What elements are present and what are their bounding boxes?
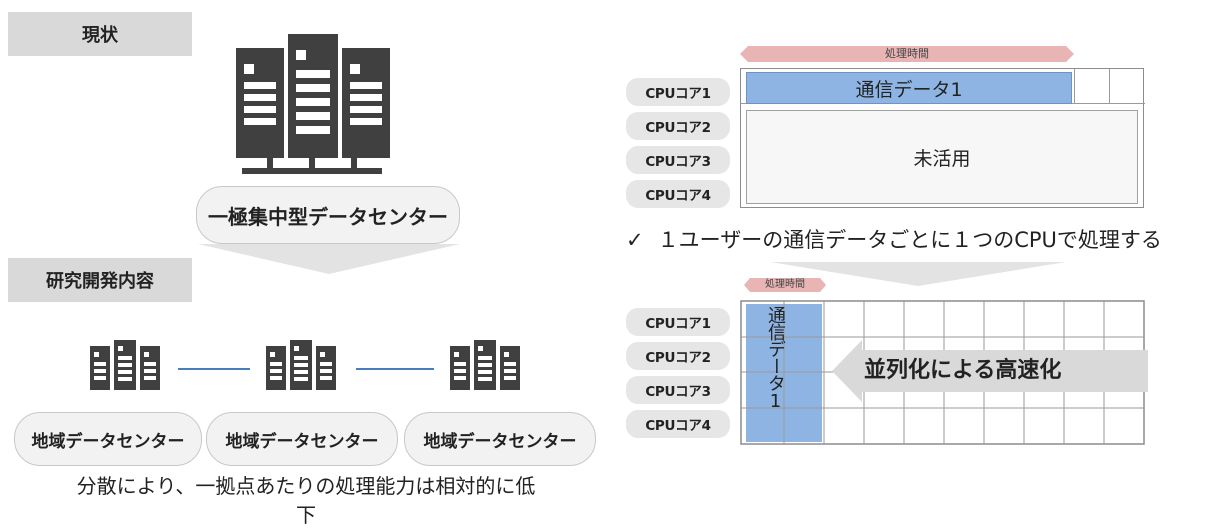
cpu-core-label: CPUコア1 bbox=[626, 78, 730, 106]
regional-server-icon-1 bbox=[90, 340, 160, 390]
connector-line-2 bbox=[356, 368, 434, 370]
data-bar-label: 通信データ1 bbox=[855, 78, 963, 101]
vertical-data-label: 通信データ1 bbox=[765, 306, 786, 411]
cpu-core-label: CPUコア4 bbox=[626, 410, 730, 438]
unused-label: 未活用 bbox=[913, 147, 971, 170]
down-arrow-icon bbox=[198, 244, 460, 274]
research-text: 研究開発内容 bbox=[46, 271, 154, 292]
distribution-caption: 分散により、一拠点あたりの処理能力は相対的に低下 bbox=[76, 474, 536, 527]
research-label: 研究開発内容 bbox=[8, 258, 192, 302]
regional-datacenter-pill-1: 地域データセンター bbox=[14, 412, 202, 466]
speedup-arrow-icon bbox=[832, 340, 1148, 402]
cpu-core-label: CPUコア1 bbox=[626, 308, 730, 336]
regional-server-icon-2 bbox=[266, 340, 336, 390]
regional-server-icon-3 bbox=[450, 340, 520, 390]
cpu-core-label: CPUコア2 bbox=[626, 342, 730, 370]
cpu-core-label: CPUコア3 bbox=[626, 376, 730, 404]
central-server-icon bbox=[236, 34, 390, 174]
cpu-core-label: CPUコア4 bbox=[626, 180, 730, 208]
current-state-label: 現状 bbox=[8, 12, 192, 56]
check-icon: ✓ bbox=[626, 228, 644, 252]
central-datacenter-text: 一極集中型データセンター bbox=[208, 204, 448, 229]
regional-datacenter-pill-2: 地域データセンター bbox=[206, 412, 398, 466]
central-datacenter-pill: 一極集中型データセンター bbox=[196, 186, 460, 244]
processing-time-label-bottom: 処理時間 bbox=[765, 279, 805, 290]
regional-datacenter-text: 地域データセンター bbox=[225, 431, 379, 452]
processing-time-label-top: 処理時間 bbox=[885, 47, 929, 60]
processing-note-text: １ユーザーの通信データごとに１つのCPUで処理する bbox=[657, 228, 1162, 252]
down-arrow-icon-right bbox=[770, 262, 1066, 286]
cpu-core-label: CPUコア3 bbox=[626, 146, 730, 174]
regional-datacenter-pill-3: 地域データセンター bbox=[404, 412, 596, 466]
data-bar-1: 通信データ1 bbox=[746, 72, 1072, 104]
processing-time-arrow-bottom bbox=[744, 278, 826, 292]
regional-datacenter-text: 地域データセンター bbox=[423, 431, 577, 452]
processing-note: ✓ １ユーザーの通信データごとに１つのCPUで処理する bbox=[626, 224, 1206, 254]
regional-datacenter-text: 地域データセンター bbox=[31, 431, 185, 452]
speedup-label: 並列化による高速化 bbox=[864, 358, 1062, 383]
cpu-core-label: CPUコア2 bbox=[626, 112, 730, 140]
current-state-text: 現状 bbox=[82, 25, 118, 46]
processing-time-arrow-top bbox=[740, 46, 1074, 62]
unused-area: 未活用 bbox=[746, 110, 1138, 204]
connector-line-1 bbox=[178, 368, 250, 370]
